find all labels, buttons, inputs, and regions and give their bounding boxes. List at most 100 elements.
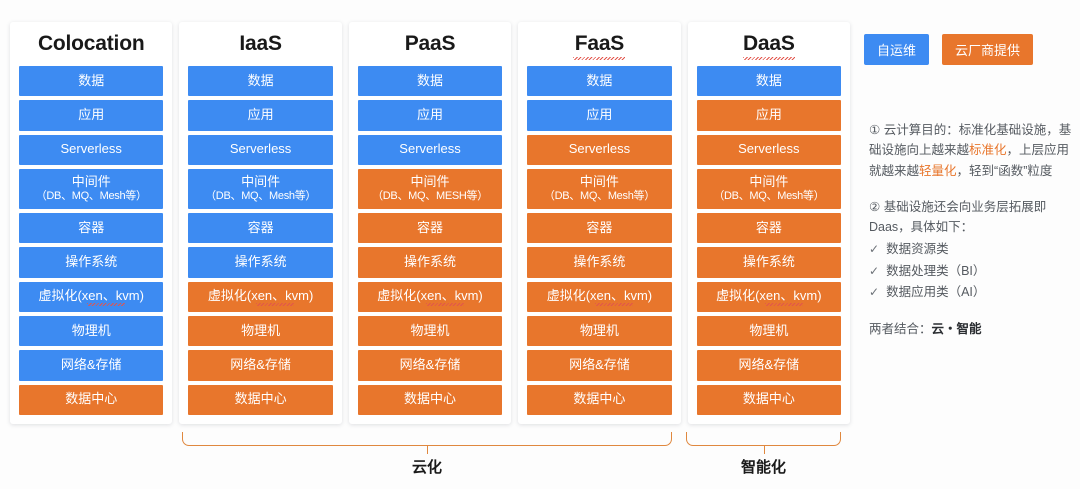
check-list-item: ✓数据资源类	[869, 239, 1075, 260]
layer-label: 网络&存储	[230, 357, 291, 373]
layer-row[interactable]: 应用	[696, 100, 842, 131]
layer-row[interactable]: Serverless	[527, 134, 672, 165]
layer-row[interactable]: 中间件（DB、MQ、MESH等）	[357, 168, 503, 210]
layer-label: 容器	[586, 219, 613, 235]
note-2-check-list: ✓数据资源类✓数据处理类（BI）✓数据应用类（AI）	[869, 239, 1075, 303]
layer-row[interactable]: 操作系统	[357, 247, 503, 278]
layer-label: 数据中心	[234, 391, 287, 407]
layer-row[interactable]: Serverless	[357, 134, 503, 165]
bracket-stem	[427, 445, 429, 454]
layer-row[interactable]: 操作系统	[527, 247, 672, 278]
layer-row[interactable]: 数据	[527, 66, 672, 97]
layer-row[interactable]: 网络&存储	[527, 350, 672, 381]
layer-row[interactable]: 应用	[357, 100, 503, 131]
service-column[interactable]: IaaS 数据应用 Serverless 中间件（DB、MQ、Mesh等） 容器操作系统…	[179, 22, 342, 424]
layer-row[interactable]: 网络&存储	[696, 350, 842, 381]
layer-row[interactable]: 虚拟化(xen、kvm)	[19, 281, 164, 312]
layer-row[interactable]: 数据	[357, 66, 503, 97]
layer-row[interactable]: 物理机	[188, 316, 333, 347]
layer-row[interactable]: 应用	[527, 100, 672, 131]
layer-row[interactable]: 物理机	[357, 316, 503, 347]
layer-row[interactable]: 物理机	[19, 316, 164, 347]
layer-stack: 数据应用 Serverless 中间件（DB、MQ、Mesh等） 容器操作系统虚拟化(…	[188, 66, 333, 415]
layer-label: 物理机	[241, 322, 281, 338]
layer-row[interactable]: 虚拟化(xen、kvm)	[527, 281, 672, 312]
column-title: Colocation	[37, 32, 145, 55]
layer-label: Serverless	[229, 141, 292, 157]
layer-row[interactable]: 虚拟化(xen、kvm)	[188, 281, 333, 312]
note-1-highlight-1: 标准化	[969, 143, 1007, 158]
bracket-stem	[763, 445, 765, 454]
layer-label: 数据	[417, 72, 444, 88]
layer-row[interactable]: 容器	[527, 213, 672, 244]
layer-row[interactable]: 应用	[19, 100, 164, 131]
layer-row[interactable]: Serverless	[696, 134, 842, 165]
conclusion: 两者结合：云・智能	[869, 319, 1075, 339]
layer-row[interactable]: 操作系统	[19, 247, 164, 278]
layer-row[interactable]: 物理机	[527, 316, 672, 347]
layer-label: Serverless	[399, 141, 461, 157]
notes-panel: ① 云计算目的：标准化基础设施，基础设施向上越来越标准化，上层应用就越来越轻量化…	[869, 120, 1075, 339]
layer-row[interactable]: 中间件（DB、MQ、Mesh等）	[696, 168, 842, 210]
note-item-2: ② 基础设施还会向业务层拓展即Daas，具体如下： ✓数据资源类✓数据处理类（B…	[869, 197, 1075, 303]
layer-label: 操作系统	[573, 254, 626, 270]
layer-row[interactable]: 数据中心	[188, 384, 333, 415]
layer-row[interactable]: 数据中心	[19, 384, 164, 415]
layer-label: 虚拟化(xen、kvm)	[207, 288, 314, 307]
column-title: PaaS	[404, 32, 456, 55]
layer-label: 中间件	[410, 174, 450, 190]
check-item-label: 数据处理类（BI）	[886, 263, 986, 278]
layer-row[interactable]: 网络&存储	[19, 350, 164, 381]
layer-label: 网络&存储	[569, 357, 630, 373]
legend-chip-cloud-vendor[interactable]: 云厂商提供	[942, 34, 1034, 65]
layer-sublabel: （DB、MQ、Mesh等）	[543, 190, 655, 203]
layer-row[interactable]: 数据	[188, 66, 333, 97]
layer-label: 数据中心	[742, 391, 795, 407]
layer-row[interactable]: Serverless	[188, 134, 333, 165]
column-title: IaaS	[239, 32, 282, 55]
layer-label: 中间件	[71, 174, 111, 190]
layer-row[interactable]: 网络&存储	[188, 350, 333, 381]
layer-row[interactable]: 物理机	[696, 316, 842, 347]
layer-label: 物理机	[410, 322, 450, 338]
layer-row[interactable]: 容器	[19, 213, 164, 244]
layer-row[interactable]: 容器	[696, 213, 842, 244]
layer-row[interactable]: 中间件（DB、MQ、Mesh等）	[188, 168, 333, 210]
check-icon: ✓	[869, 284, 880, 299]
layer-row[interactable]: 中间件（DB、MQ、Mesh等）	[19, 168, 164, 210]
legend-chip-self-operated[interactable]: 自运维	[864, 34, 930, 65]
layer-row[interactable]: 容器	[357, 213, 503, 244]
layer-label: Serverless	[738, 141, 800, 157]
bracket	[686, 432, 841, 454]
layer-row[interactable]: 虚拟化(xen、kvm)	[696, 281, 842, 312]
service-column[interactable]: PaaS 数据应用 Serverless 中间件（DB、MQ、MESH等）容器操作系统…	[348, 22, 512, 424]
layer-row[interactable]: 虚拟化(xen、kvm)	[357, 281, 503, 312]
layer-row[interactable]: 操作系统	[696, 247, 842, 278]
layer-row[interactable]: Serverless	[19, 134, 164, 165]
layer-row[interactable]: 容器	[188, 213, 333, 244]
layer-label: 虚拟化(xen、kvm)	[377, 288, 483, 307]
layer-label: 网络&存储	[399, 357, 461, 373]
column-title: DaaS	[697, 22, 841, 66]
note-2-text: 基础设施还会向业务层拓展即Daas，具体如下：	[869, 199, 1047, 234]
conclusion-prefix: 两者结合：	[869, 322, 932, 336]
layer-label: 网络&存储	[60, 357, 122, 373]
layer-row[interactable]: 应用	[188, 100, 333, 131]
layer-label: 虚拟化(xen、kvm)	[546, 288, 653, 307]
layer-row[interactable]: 操作系统	[188, 247, 333, 278]
layer-label: 容器	[247, 219, 274, 235]
layer-row[interactable]: 数据中心	[527, 384, 672, 415]
layer-row[interactable]: 网络&存储	[357, 350, 503, 381]
note-item-1: ① 云计算目的：标准化基础设施，基础设施向上越来越标准化，上层应用就越来越轻量化…	[869, 120, 1075, 181]
layer-row[interactable]: 数据	[696, 66, 842, 97]
note-1-part2: ，上层应用就越来越	[869, 143, 1070, 178]
layer-row[interactable]: 数据中心	[357, 384, 503, 415]
layer-row[interactable]: 数据	[19, 66, 164, 97]
layer-row[interactable]: 数据中心	[696, 384, 842, 415]
layer-row[interactable]: 中间件（DB、MQ、Mesh等）	[527, 168, 672, 210]
